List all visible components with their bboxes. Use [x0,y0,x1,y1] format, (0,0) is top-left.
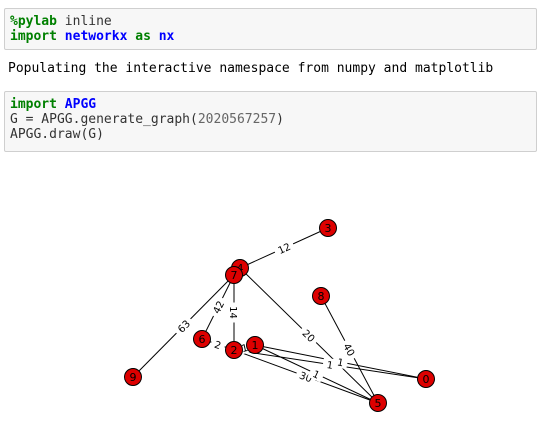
code-text: G = APGG.generate_graph( [10,112,198,127]
code-cell-2[interactable]: import APGG G = APGG.generate_graph(2020… [4,91,537,152]
cell-output-text: Populating the interactive namespace fro… [8,61,494,76]
graph-node: 2 [225,341,243,359]
edge-label: 40 [339,337,360,362]
edge-label-background [307,365,326,383]
keyword: as [135,29,151,44]
node-circle [225,341,243,359]
node-circle [417,370,435,388]
graph-node: 3 [319,219,337,237]
edge-label-background [332,354,349,370]
edge-label: 42 [208,295,228,319]
edge-weight-label: 42 [212,300,228,316]
edge-weight-label: 12 [277,242,293,257]
node-label: 8 [318,290,325,303]
edge-label: 12 [272,238,296,258]
edge-weight-label: 1 [240,343,249,355]
edge-label: 1 [307,365,326,383]
edge-label-background [172,314,195,338]
edge-label-background [208,295,228,319]
edge-label: 14 [227,302,240,323]
edge-label-background [209,336,227,353]
node-circle [193,330,211,348]
edge-weight-label: 2 [213,340,223,352]
node-label: 1 [252,339,259,352]
edge-label-background [228,302,240,323]
code-line: APGG.draw(G) [10,127,104,142]
node-circle [225,266,243,284]
number-literal: 2020567257 [197,112,277,127]
edge-weight-label: 14 [227,306,238,319]
node-label: 7 [231,269,238,282]
graph-node: 9 [124,368,142,386]
code-text: ) [276,112,284,127]
edge-label: 2 [209,336,227,353]
edge-label: 1 [332,354,349,370]
edge-weight-label: 1 [311,369,321,382]
node-circle [124,368,142,386]
keyword: import [10,29,57,44]
edge-label-background [294,367,318,386]
code-line: import networkx as nx [10,29,531,44]
edge-weight-label: 1 [326,360,334,372]
edge-label-background [272,238,296,258]
edge-weight-label: 1 [336,357,344,369]
graph-node: 0 [417,370,435,388]
node-label: 6 [199,333,206,346]
magic-command: %pylab [10,14,57,29]
graph-node: 7 [225,266,243,284]
graph-node: 8 [312,287,330,305]
graph-node: 6 [193,330,211,348]
code-cell-1[interactable]: %pylab inline import networkx as nx [4,8,537,50]
node-circle [246,336,264,354]
code-line: G = APGG.generate_graph(2020567257) [10,112,531,127]
edge-weight-label: 40 [340,342,356,358]
node-circle [319,219,337,237]
node-circle [312,287,330,305]
code-line: import APGG [10,97,531,112]
keyword: import [10,97,57,112]
nodes-layer: 0123456789 [124,219,435,412]
node-label: 0 [423,373,430,386]
node-label: 3 [325,222,332,235]
module-name: APGG [64,97,97,112]
module-alias: nx [158,29,175,44]
code-text: inline [56,14,112,29]
edge-label-background [297,324,321,347]
graph-node: 5 [369,394,387,412]
node-circle [369,394,387,412]
node-label: 5 [375,397,382,410]
module-name: networkx [64,29,128,44]
node-label: 9 [130,371,137,384]
node-label: 2 [231,344,238,357]
graph-node: 1 [246,336,264,354]
code-line: %pylab inline [10,14,531,29]
edge-label-background [339,337,360,362]
